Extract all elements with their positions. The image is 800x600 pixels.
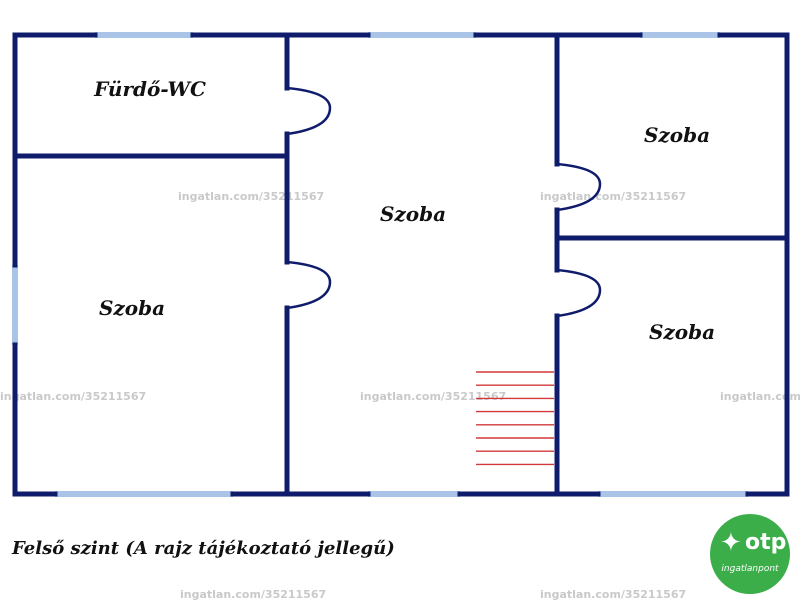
- staircase: [476, 371, 554, 466]
- door-left-room: [286, 260, 332, 310]
- floor-caption: Felső szint (A rajz tájékoztató jellegű): [12, 538, 395, 559]
- watermark-4: ingatlan.com/35211567: [360, 390, 506, 403]
- room-label-top-right: Szoba: [644, 123, 710, 147]
- door-bath: [286, 86, 332, 136]
- room-label-center: Szoba: [380, 202, 446, 226]
- room-label-bath: Fürdő-WC: [93, 77, 206, 101]
- watermark-6: ingatlan.com/35211567: [180, 588, 326, 600]
- windows: [12, 32, 748, 497]
- watermark-2: ingatlan.com/35211567: [540, 190, 686, 203]
- window-bottom-center: [368, 491, 460, 497]
- window-bottom-right: [598, 491, 748, 497]
- otp-logo: ✦ otp ingatlanpont: [710, 514, 790, 594]
- window-top-left: [95, 32, 193, 38]
- window-top-right: [640, 32, 720, 38]
- otp-mark-icon: ✦: [720, 528, 742, 558]
- watermark-3: ingatlan.com/35211567: [0, 390, 146, 403]
- room-label-bottom-right: Szoba: [649, 320, 715, 344]
- window-bottom-left: [55, 491, 233, 497]
- room-label-left: Szoba: [99, 296, 165, 320]
- window-left: [12, 265, 18, 345]
- doors: [286, 86, 602, 318]
- watermark-1: ingatlan.com/35211567: [178, 190, 324, 203]
- door-top-right-room: [556, 162, 602, 212]
- logo-brand: otp: [745, 530, 787, 555]
- watermark-7: ingatlan.com/35211567: [540, 588, 686, 600]
- walls: [12, 32, 790, 497]
- logo-subtitle: ingatlanpont: [721, 564, 779, 574]
- watermark-5: ingatlan.com/35211567: [720, 390, 800, 403]
- window-top-center: [368, 32, 476, 38]
- door-bottom-right-room: [556, 268, 602, 318]
